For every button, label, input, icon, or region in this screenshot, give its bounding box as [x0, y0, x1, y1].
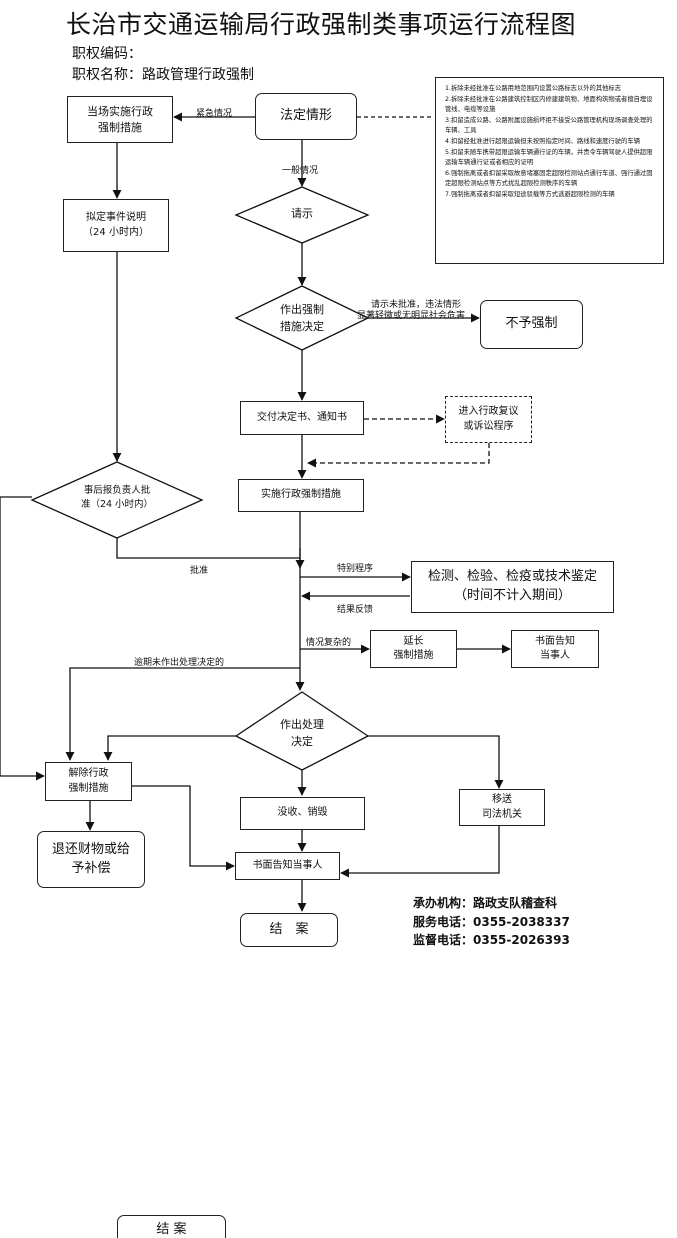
label-general: 一般情况 — [282, 166, 319, 176]
power-name: 职权名称：路政管理行政强制 — [72, 67, 254, 83]
review-line2: 或诉讼程序 — [463, 420, 514, 432]
contact-org: 承办机构：路政支队稽查科 — [413, 896, 558, 910]
decide-line1: 作出强制 — [280, 303, 324, 316]
contact-info: 承办机构：路政支队稽查科 服务电话：0355-2038337 监督电话：0355… — [413, 894, 570, 950]
onsite-line2: 强制措施 — [98, 120, 142, 134]
arrow-release-notify — [132, 785, 235, 871]
arrow-report-release — [0, 496, 45, 781]
notify-line2: 当事人 — [540, 650, 570, 661]
legal-situation-node: 法定情形 — [255, 93, 357, 140]
label-urgent: 紧急情况 — [196, 109, 233, 119]
inspection-node: 检测、检验、检疫或技术鉴定 （时间不计入期间） — [411, 561, 614, 613]
request-diamond-shape — [234, 186, 370, 244]
report-diamond-shape — [30, 461, 204, 539]
decide-line2: 措施决定 — [280, 319, 324, 333]
review-litigation-node: 进入行政复议 或诉讼程序 — [445, 396, 532, 443]
label-special: 特别程序 — [337, 564, 374, 574]
legal-item: 6.强制拖离或者扣留采取故意堵塞固定超限检测站点通行车道、强行通过固定超限检测站… — [445, 169, 653, 188]
inspect-line2: （时间不计入期间） — [453, 588, 571, 603]
decide-node: 作出强制 措施决定 — [252, 302, 352, 335]
return-compensate-node: 退还财物或给 予补偿 — [37, 831, 145, 888]
report-line2: 准（24 小时内） — [80, 499, 154, 511]
extend-line2: 强制措施 — [393, 650, 434, 661]
return-line1: 退还财物或给 — [51, 841, 130, 857]
handle-diamond-shape — [234, 691, 370, 771]
handle-decision-node: 作出处理 决定 — [252, 717, 352, 750]
return-line2: 予补偿 — [71, 860, 111, 876]
release-line2: 强制措施 — [68, 782, 109, 794]
legal-item: 2.拆除未经批准在公路建筑控制区内修建建筑物、地面构筑物或者擅自埋设管线、电缆等… — [445, 95, 653, 114]
label-feedback: 结果反馈 — [337, 605, 374, 615]
transfer-line2: 司法机关 — [482, 808, 522, 820]
label-not-approved-2: 显著轻微或无明显社会危害 — [357, 311, 466, 321]
arrow-handle-transfer — [368, 735, 504, 789]
release-line1: 解除行政 — [68, 768, 109, 779]
label-complex: 情况复杂的 — [306, 638, 352, 648]
notify-line1: 书面告知 — [535, 635, 575, 647]
draft-line1: 拟定事件说明 — [86, 212, 146, 223]
request-node: 请示 — [291, 207, 313, 220]
arrow-transfer-notify — [340, 826, 500, 878]
draft-statement-node: 拟定事件说明 （24 小时内） — [63, 199, 169, 252]
legal-item: 1.拆除未经批准在公路用地范围内设置公路标志以外的其他标志 — [445, 85, 622, 92]
legal-situation-list: 1.拆除未经批准在公路用地范围内设置公路标志以外的其他标志 2.拆除未经批准在公… — [435, 77, 664, 264]
legal-item: 7.强制拖离或者扣留采取短途驳载等方式逃避超限检测的车辆 — [445, 190, 615, 198]
transfer-line1: 移送 — [492, 794, 512, 805]
implement-measure-node: 实施行政强制措施 — [238, 479, 364, 512]
power-code: 职权编码： — [72, 46, 142, 62]
extend-measure-node: 延长 强制措施 — [370, 630, 457, 668]
notify-written-node: 书面告知 当事人 — [511, 630, 599, 668]
page-title: 长治市交通运输局行政强制类事项运行流程图 — [66, 10, 577, 39]
deliver-decision-node: 交付决定书、通知书 — [240, 401, 364, 435]
line-approved — [116, 538, 300, 559]
label-not-approved-1: 请示未批准，违法情形 — [371, 300, 462, 310]
release-measure-node: 解除行政 强制措施 — [45, 762, 132, 801]
report-line1: 事后报负责人批 — [83, 485, 151, 496]
inspect-line1: 检测、检验、检疫或技术鉴定 — [427, 569, 597, 585]
contact-supervise-phone: 监督电话：0355-2026393 — [413, 933, 570, 947]
handle-line1: 作出处理 — [280, 718, 324, 731]
arrow-overdue — [65, 667, 300, 761]
close-case-bottom-node: 结 案 — [117, 1215, 226, 1238]
notify-party-node: 书面告知当事人 — [235, 852, 340, 880]
close-case-node: 结 案 — [240, 913, 338, 947]
extend-line1: 延长 — [403, 635, 424, 647]
no-enforce-node: 不予强制 — [480, 300, 583, 349]
draft-line2: （24 小时内） — [83, 226, 149, 238]
arrow-handle-release — [103, 735, 236, 761]
confiscate-node: 没收、销毁 — [240, 797, 365, 830]
decide-diamond-shape — [234, 285, 370, 351]
label-overdue: 逾期未作出处理决定的 — [134, 658, 225, 668]
onsite-line1: 当场实施行政 — [87, 104, 153, 118]
legal-item: 5.扣留未随车携带超限运输车辆通行证的车辆，并责令车辆驾驶人提供超限运输车辆通行… — [445, 148, 653, 167]
legal-item: 4.扣留经批准进行超限运输但未按照指定时间、路线和速度行驶的车辆 — [445, 137, 640, 145]
report-approval-node: 事后报负责人批 准（24 小时内） — [52, 484, 182, 513]
handle-line2: 决定 — [291, 734, 313, 748]
contact-service-phone: 服务电话：0355-2038337 — [413, 914, 570, 929]
transfer-judicial-node: 移送 司法机关 — [459, 789, 545, 826]
arrow-review-back — [307, 443, 490, 468]
onsite-measure-node: 当场实施行政 强制措施 — [67, 96, 173, 143]
review-line1: 进入行政复议 — [458, 406, 519, 417]
label-approved: 批准 — [190, 566, 209, 576]
legal-item: 3.扣留造成公路、公路附属设施损坏拒不接受公路管理机构现场调查处理的车辆、工具 — [445, 116, 653, 135]
